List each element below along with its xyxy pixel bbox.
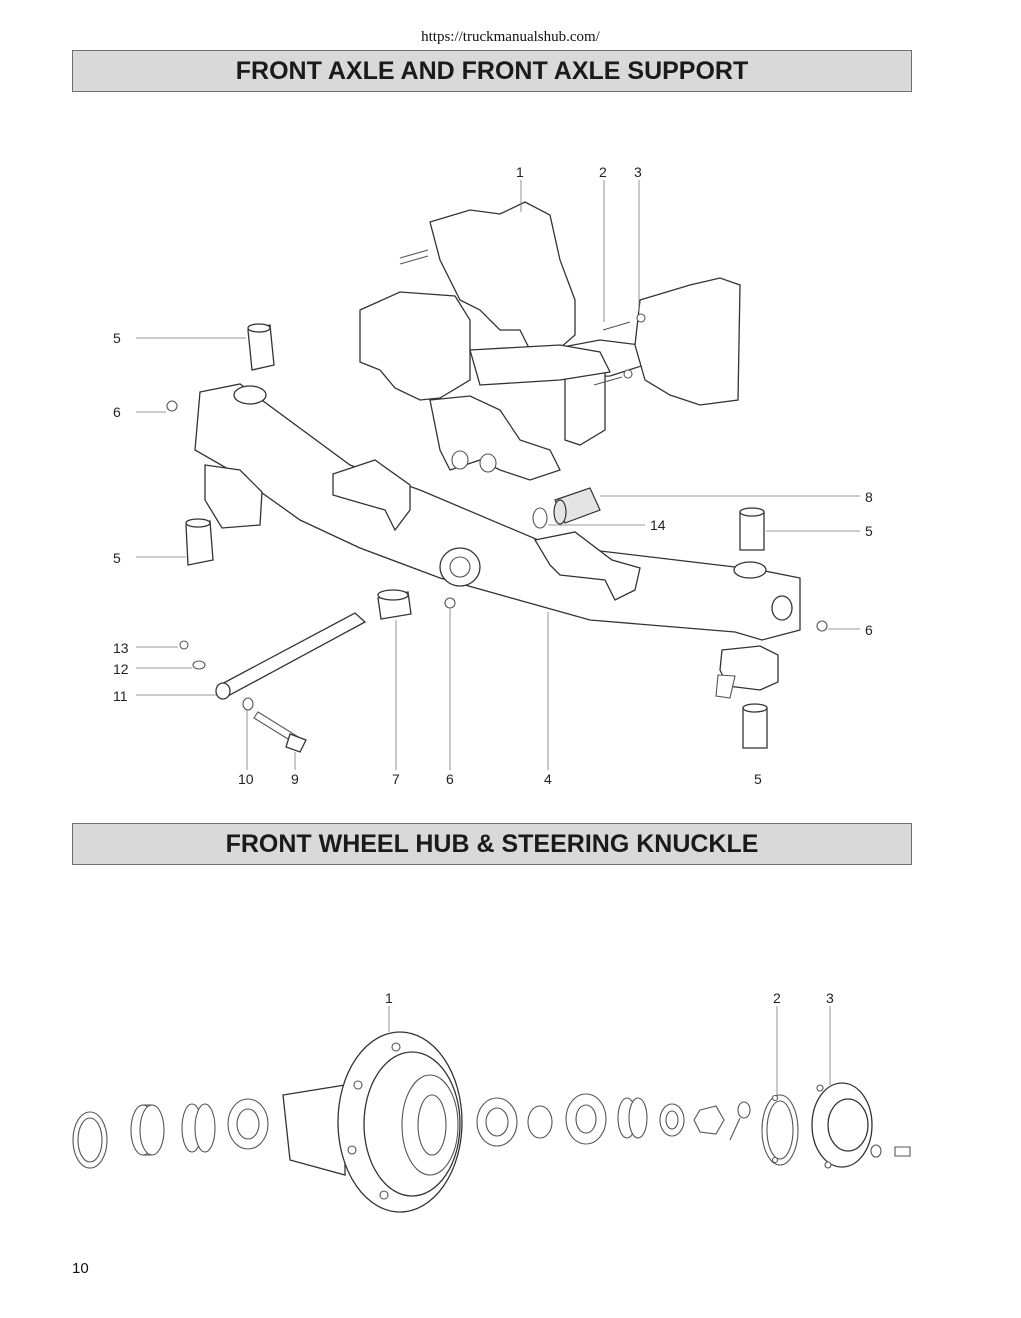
callout-10: 10 xyxy=(238,771,254,787)
callout-9: 9 xyxy=(291,771,299,787)
page-number: 10 xyxy=(72,1260,89,1277)
callout-6: 6 xyxy=(865,622,873,638)
section-title-text: FRONT AXLE AND FRONT AXLE SUPPORT xyxy=(235,56,749,85)
callout-3: 3 xyxy=(634,164,642,180)
small-parts xyxy=(166,400,828,753)
section-title-wheel-hub: FRONT WHEEL HUB & STEERING KNUCKLE xyxy=(72,823,912,865)
callout-8: 8 xyxy=(865,489,873,505)
callout-3: 3 xyxy=(826,990,834,1006)
callout-11: 11 xyxy=(113,688,128,704)
leader-lines xyxy=(136,180,860,770)
callout-1: 1 xyxy=(385,990,393,1006)
axle-beam xyxy=(194,383,801,699)
callout-2: 2 xyxy=(773,990,781,1006)
wheel-hub-exploded-diagram xyxy=(72,1006,911,1213)
callout-5: 5 xyxy=(865,523,873,539)
source-url[interactable]: https://truckmanualshub.com/ xyxy=(421,29,600,45)
callout-6: 6 xyxy=(446,771,454,787)
callout-4: 4 xyxy=(544,771,552,787)
callout-5: 5 xyxy=(113,550,121,566)
callout-12: 12 xyxy=(113,661,129,677)
callout-6: 6 xyxy=(113,404,121,420)
callout-5: 5 xyxy=(113,330,121,346)
callout-7: 7 xyxy=(392,771,400,787)
callout-14: 14 xyxy=(650,517,666,533)
axle-support-bracket xyxy=(359,201,741,481)
section-title-text: FRONT WHEEL HUB & STEERING KNUCKLE xyxy=(225,829,759,858)
section-title-front-axle: FRONT AXLE AND FRONT AXLE SUPPORT xyxy=(72,50,912,92)
callout-5: 5 xyxy=(754,771,762,787)
kingpin-bushings xyxy=(185,323,768,749)
callout-13: 13 xyxy=(113,640,129,656)
callout-1: 1 xyxy=(516,164,524,180)
callout-2: 2 xyxy=(599,164,607,180)
